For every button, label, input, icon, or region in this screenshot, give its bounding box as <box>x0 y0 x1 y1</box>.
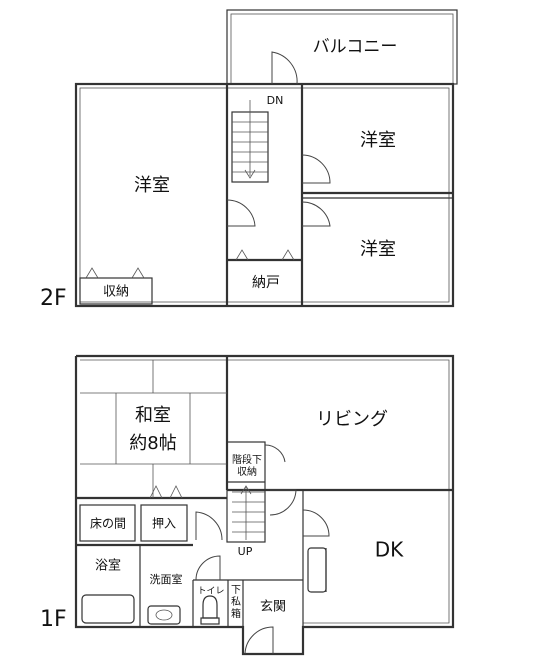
shoebox-label-3: 箱 <box>231 607 241 620</box>
closet-door-mark-1 <box>85 267 99 279</box>
oshiire-door-mark-1 <box>149 485 163 499</box>
balcony-door-swing <box>271 51 298 85</box>
first-floor-label: 1F <box>40 607 67 632</box>
first-floor-stairs <box>226 441 266 543</box>
second-floor-label: 2F <box>40 286 67 311</box>
second-floor-inner-wall <box>79 87 450 303</box>
door-swing-washroom <box>195 555 221 581</box>
storage-label: 納戸 <box>252 275 280 291</box>
living-label: リビング <box>316 409 388 430</box>
first-floor-plan: 和室 約8帖 リビング 階段下 収納 床の間 押入 浴室 洗面室 トイレ 下 私… <box>40 354 455 656</box>
second-floor-plan: バルコニー 洋室 洋室 洋室 収納 納戸 DN 2F <box>40 9 458 311</box>
japanese-room-label: 和室 <box>135 405 171 426</box>
western-room-bottom-right-label: 洋室 <box>360 239 396 260</box>
door-swing-bottom-right-room <box>301 201 331 227</box>
understair-label-2: 収納 <box>237 465 257 478</box>
door-swing-hall-left <box>195 511 223 541</box>
oshiire-door-mark-2 <box>169 485 183 499</box>
second-floor-outer-wall <box>74 82 455 308</box>
second-floor-stairs <box>231 100 269 183</box>
first-floor-outer-wall <box>74 354 455 656</box>
bathtub <box>81 594 135 624</box>
japanese-room-size: 約8帖 <box>129 433 176 454</box>
shoebox-label-2: 私 <box>231 596 241 608</box>
washroom-label: 洗面室 <box>150 572 183 586</box>
first-floor-inner-wall <box>80 359 450 624</box>
balcony-label: バルコニー <box>313 37 398 57</box>
storage-door-mark-1 <box>235 249 249 261</box>
door-swing-dk <box>302 509 330 537</box>
dk-label: DK <box>375 538 404 562</box>
toilet-fixture <box>202 595 218 619</box>
kitchen-sink <box>307 547 327 593</box>
door-swing-top-right-room <box>301 154 331 184</box>
western-room-top-right-label: 洋室 <box>360 130 396 151</box>
stairs-up-label: UP <box>238 545 253 558</box>
door-swing-hall-living <box>269 489 297 516</box>
storage-door-mark-2 <box>281 249 295 261</box>
oshiire-label: 押入 <box>152 517 176 531</box>
tokonoma-box <box>79 504 136 542</box>
toilet-tank <box>200 617 220 625</box>
basin-bowl <box>155 609 173 621</box>
bath-label: 浴室 <box>95 558 121 574</box>
door-swing-left-room <box>226 199 256 227</box>
stairs-down-label: DN <box>267 94 284 107</box>
tokonoma-label: 床の間 <box>90 517 126 531</box>
oshiire-box <box>140 504 188 542</box>
western-room-left-label: 洋室 <box>134 175 170 196</box>
entrance-label: 玄関 <box>260 600 286 615</box>
door-swing-entrance <box>244 626 274 655</box>
shoebox-label-1: 下 <box>231 585 241 596</box>
understair-label-1: 階段下 <box>232 453 262 466</box>
wash-basin <box>147 605 181 625</box>
toilet-label: トイレ <box>197 587 224 597</box>
tatami-grid <box>80 360 227 498</box>
closet-box <box>79 277 153 305</box>
closet-door-mark-2 <box>131 267 145 279</box>
door-swing-understair <box>264 444 286 463</box>
closet-label: 収納 <box>103 285 129 300</box>
